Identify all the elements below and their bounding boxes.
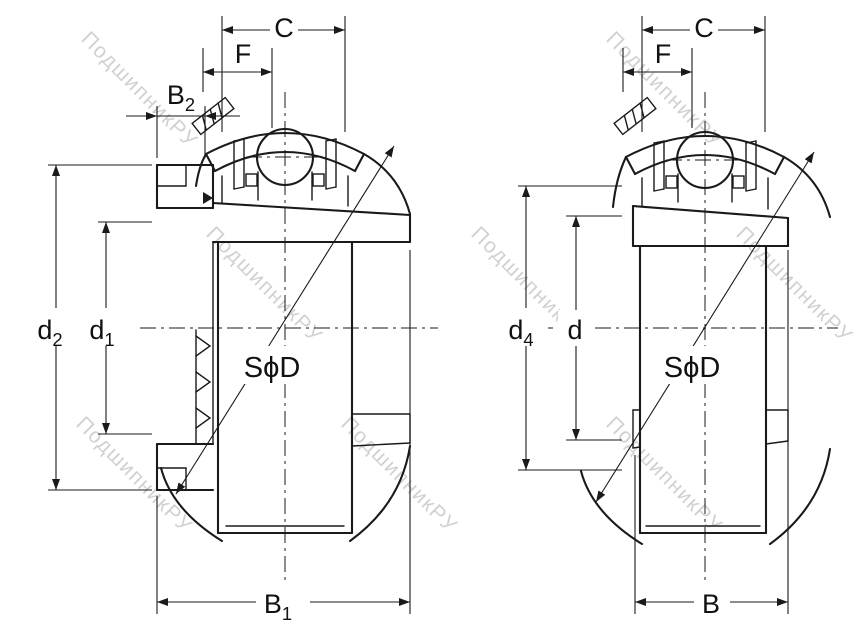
left-dim-f: F <box>202 39 273 128</box>
left-dim-b1: B1 <box>156 250 411 624</box>
right-dim-sphere: SϕD <box>595 151 815 503</box>
sphere-arc-upper-left <box>611 155 628 209</box>
left-dim-f-label: F <box>235 39 252 69</box>
watermark-text: ПодшипникРУ <box>71 412 196 537</box>
right-dim-d4: d4 <box>502 185 622 471</box>
left-set-screw <box>191 96 235 136</box>
sphere-arc-lower-left <box>579 469 644 546</box>
right-dim-d: d <box>558 215 622 441</box>
left-dim-d2-label: d2 <box>37 315 62 350</box>
sphere-arc-lower-right <box>348 444 412 543</box>
sphere-arc-upper-right <box>782 155 832 219</box>
left-dim-d2: d2 <box>32 164 152 491</box>
right-view-bearing: C F d4 d SϕD <box>502 13 838 620</box>
collar-serrations <box>195 335 212 429</box>
watermark-text: ПодшипникРУ <box>601 412 726 537</box>
left-dim-b2-label: B2 <box>167 80 195 115</box>
right-dim-b: B <box>634 250 789 620</box>
left-sphere-diameter-label: SϕD <box>244 352 301 384</box>
right-dim-f-label: F <box>655 39 672 69</box>
right-sphere-diameter-label: SϕD <box>664 352 721 384</box>
sphere-arc-lower-right <box>768 447 832 546</box>
left-dim-d1-label: d1 <box>89 315 114 350</box>
right-dim-f: F <box>622 39 693 128</box>
sphere-arc-upper-right <box>362 152 412 216</box>
left-dim-b1-label: B1 <box>264 589 292 624</box>
right-dim-d-label: d <box>567 315 582 345</box>
left-view-bearing-with-collar: C F B2 d2 d1 <box>32 13 438 624</box>
right-set-screw <box>613 96 657 136</box>
left-dim-sphere: SϕD <box>175 145 395 495</box>
sphere-arc-upper-left <box>194 152 208 188</box>
left-dim-d1: d1 <box>86 221 152 435</box>
collar-groove-mark <box>203 192 213 204</box>
right-dim-c-label: C <box>694 13 714 43</box>
right-dim-b-label: B <box>702 589 720 619</box>
right-dim-d4-label: d4 <box>508 315 533 350</box>
left-dim-c-label: C <box>274 13 294 43</box>
sphere-arc-lower-left <box>159 466 224 543</box>
left-dim-c: C <box>221 13 346 132</box>
watermark-text: ПодшипникРУ <box>731 222 856 347</box>
watermark-text: ПодшипникРУ <box>336 412 461 537</box>
